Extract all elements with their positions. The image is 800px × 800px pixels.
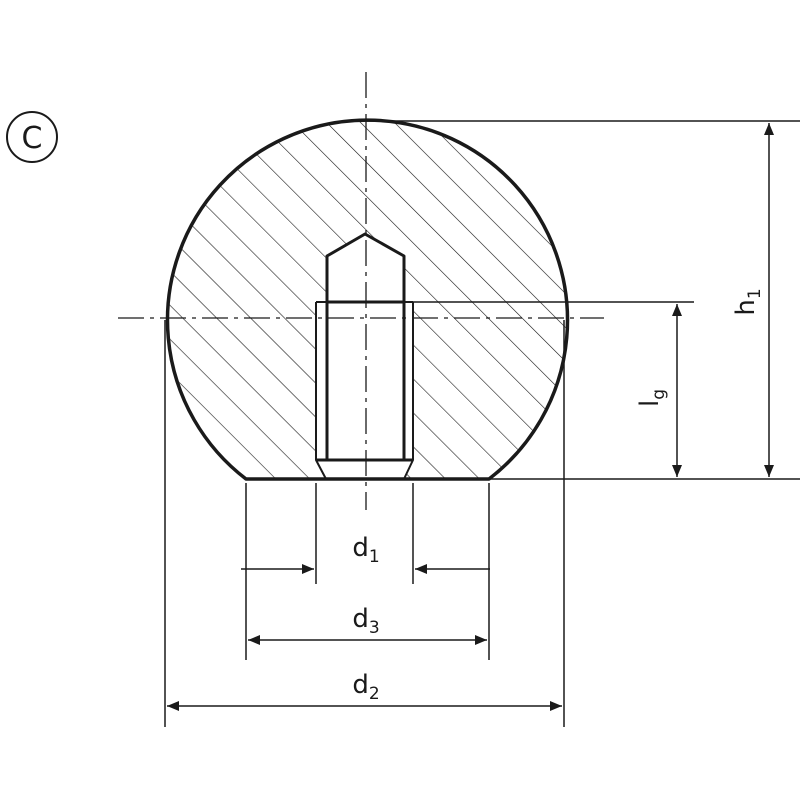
variant-letter: C <box>22 121 43 156</box>
h1-label: h1 <box>731 288 765 315</box>
d3-label: d3 <box>352 604 379 638</box>
variant-symbol: C <box>6 111 58 163</box>
center-lines <box>118 72 604 510</box>
bore-outline <box>315 301 414 480</box>
lg-label: lg <box>635 389 669 407</box>
dimension-lines <box>167 123 774 711</box>
threaded-bore <box>316 302 413 479</box>
extension-lines <box>164 120 800 727</box>
d2-label: d2 <box>352 670 379 704</box>
d1-label: d1 <box>352 533 379 567</box>
